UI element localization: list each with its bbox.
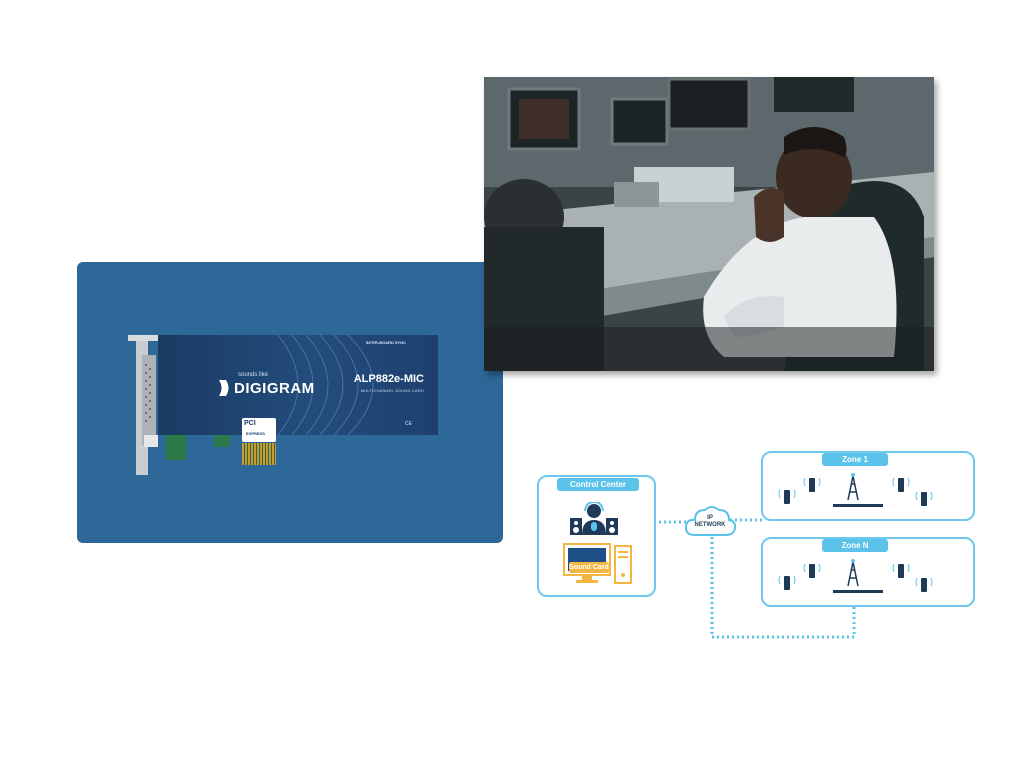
ce-mark: CE (405, 421, 412, 427)
sound-card-label: Sound Card (569, 562, 609, 573)
sync-label: INTER-BOARD SYNC (365, 340, 406, 345)
zone-n-tag: Zone N (822, 539, 888, 552)
brand-tagline: sounds like (238, 372, 269, 378)
card-bracket (128, 335, 158, 475)
gold-contacts (242, 443, 276, 465)
control-center-tag: Control Center (557, 478, 639, 491)
sound-wave-arcs (278, 335, 374, 435)
card-pcb-green (166, 435, 186, 460)
pci-label: PCI (244, 420, 256, 427)
express-label: EXPRESS (246, 431, 265, 436)
network-label-2: NETWORK (694, 522, 726, 528)
zone-1-radios-icon (778, 473, 933, 507)
card-pcb-green-2 (214, 435, 230, 447)
digigram-logo-icon (219, 380, 229, 396)
brand-name: DIGIGRAM (234, 380, 315, 397)
pci-express-logo (242, 418, 276, 442)
model-name: ALP882e-MIC (353, 373, 424, 385)
zone-n-radios-icon (778, 559, 933, 593)
network-label-1: IP (707, 515, 713, 521)
model-subtitle: MULTICHANNEL SOUND CARD (360, 388, 424, 393)
sound-card-image: sounds like DIGIGRAM INTER-BOARD SYNC AL… (128, 335, 438, 475)
control-center-box (537, 475, 656, 597)
operator-headset-icon (570, 502, 618, 535)
cloud-icon (684, 506, 737, 536)
control-room-operator-photo (484, 77, 934, 371)
zone-1-tag: Zone 1 (822, 453, 888, 466)
card-board: sounds like DIGIGRAM INTER-BOARD SYNC AL… (158, 335, 438, 435)
control-room-photo (484, 77, 934, 371)
network-diagram-lines (654, 518, 856, 639)
